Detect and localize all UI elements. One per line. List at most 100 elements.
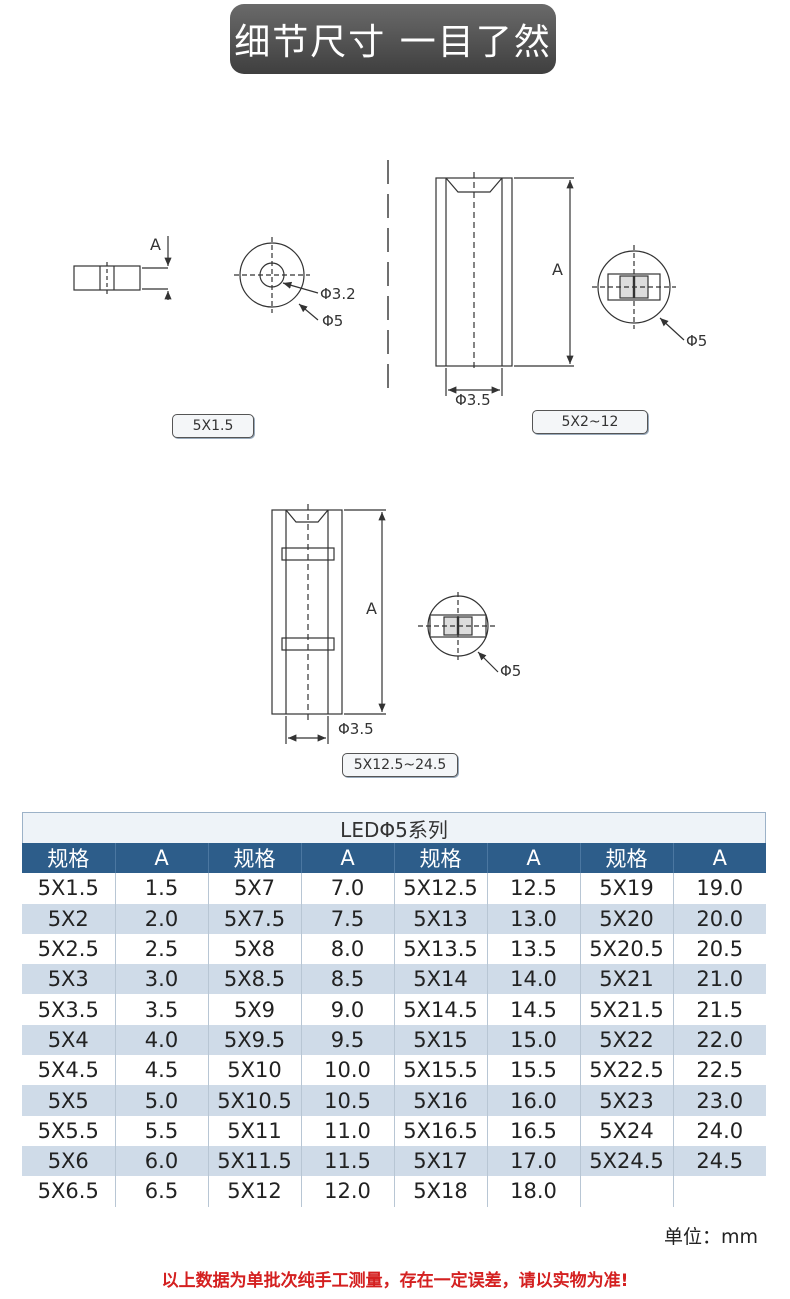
dimension-a-cell: 7.0 xyxy=(301,873,395,904)
dimension-a-cell: 18.0 xyxy=(487,1176,581,1207)
dimension-a-cell: 20.0 xyxy=(673,903,766,934)
dimension-a-cell: 5.5 xyxy=(115,1115,209,1146)
spec-cell: 5X13 xyxy=(394,903,488,934)
header-cell-spec: 规格 xyxy=(394,843,488,874)
dimension-a-cell: 14.0 xyxy=(487,964,581,995)
dimension-a-cell: 5.0 xyxy=(115,1085,209,1116)
dimension-a-cell: 15.0 xyxy=(487,1024,581,1056)
spec-cell: 5X16 xyxy=(394,1085,488,1116)
dimension-a-cell: 9.0 xyxy=(301,994,395,1025)
spec-cell: 5X6.5 xyxy=(22,1176,116,1207)
spacer-medium-dim-a: A xyxy=(552,260,563,279)
spec-cell: 5X22.5 xyxy=(580,1055,674,1086)
spacer-long-side-view xyxy=(271,504,386,744)
spec-cell: 5X2.5 xyxy=(22,933,116,965)
dimension-a-cell: 23.0 xyxy=(673,1085,766,1116)
header-cell-a: A xyxy=(301,843,395,874)
spec-cell: 5X3.5 xyxy=(22,994,116,1025)
size-tag-medium: 5X2~12 xyxy=(532,410,648,434)
size-tag-large: 5X12.5~24.5 xyxy=(342,753,458,777)
dimension-a-cell: 17.0 xyxy=(487,1145,581,1177)
spec-cell: 5X20 xyxy=(580,903,674,934)
spec-cell: 5X21 xyxy=(580,964,674,995)
washer-front-view xyxy=(234,237,319,321)
spec-cell: 5X6 xyxy=(22,1145,116,1177)
spec-cell: 5X24.5 xyxy=(580,1145,674,1177)
spec-cell: 5X7.5 xyxy=(208,903,302,934)
spec-cell: 5X2 xyxy=(22,903,116,934)
dimension-a-cell: 20.5 xyxy=(673,933,766,965)
header-cell-spec: 规格 xyxy=(580,843,674,874)
header-cell-spec: 规格 xyxy=(208,843,302,874)
dimension-a-cell: 7.5 xyxy=(301,903,395,934)
spec-cell: 5X14.5 xyxy=(394,994,488,1025)
spec-cell: 5X20.5 xyxy=(580,933,674,965)
dimension-a-cell: 14.5 xyxy=(487,994,581,1025)
dimension-a-cell: 13.5 xyxy=(487,933,581,965)
dimension-a-cell: 24.5 xyxy=(673,1145,766,1177)
spacer-long-end-view xyxy=(418,592,499,673)
spacer-medium-outer-diameter: Φ5 xyxy=(686,332,707,350)
spec-cell: 5X11 xyxy=(208,1115,302,1146)
dimension-a-cell xyxy=(673,1176,766,1207)
dimension-a-cell: 15.5 xyxy=(487,1055,581,1086)
dimension-a-cell: 10.5 xyxy=(301,1085,395,1116)
spec-cell: 5X17 xyxy=(394,1145,488,1177)
spacer-long-outer-diameter: Φ5 xyxy=(500,662,521,680)
header-cell-a: A xyxy=(115,843,209,874)
spacer-long-dim-a: A xyxy=(366,599,377,618)
spec-cell: 5X5.5 xyxy=(22,1115,116,1146)
dimension-a-cell: 19.0 xyxy=(673,873,766,904)
dimension-a-cell: 4.5 xyxy=(115,1055,209,1086)
table-header-row: 规格 A 规格 A 规格 A 规格 A xyxy=(22,843,766,874)
dimension-a-cell: 4.0 xyxy=(115,1024,209,1056)
dimension-a-cell: 12.5 xyxy=(487,873,581,904)
dimension-a-cell: 24.0 xyxy=(673,1115,766,1146)
dimension-a-cell: 6.0 xyxy=(115,1145,209,1177)
dimension-a-cell: 13.0 xyxy=(487,903,581,934)
dimension-a-cell: 16.0 xyxy=(487,1085,581,1116)
spec-cell: 5X12.5 xyxy=(394,873,488,904)
dimension-a-cell: 2.0 xyxy=(115,903,209,934)
spacer-medium-end-view xyxy=(592,245,685,341)
spec-cell xyxy=(580,1176,674,1207)
dimension-a-cell: 16.5 xyxy=(487,1115,581,1146)
dimension-a-cell: 3.0 xyxy=(115,964,209,995)
spec-cell: 5X15.5 xyxy=(394,1055,488,1086)
dimension-a-cell: 10.0 xyxy=(301,1055,395,1086)
spacer-medium-inner-diameter: Φ3.5 xyxy=(455,391,491,409)
spec-cell: 5X23 xyxy=(580,1085,674,1116)
size-tag-small: 5X1.5 xyxy=(172,414,254,438)
spec-cell: 5X12 xyxy=(208,1176,302,1207)
spec-cell: 5X8 xyxy=(208,933,302,965)
spec-cell: 5X9.5 xyxy=(208,1024,302,1056)
unit-label: 单位：mm xyxy=(663,1226,758,1248)
header-cell-a: A xyxy=(487,843,581,874)
washer-outer-diameter: Φ5 xyxy=(322,312,343,330)
spec-cell: 5X22 xyxy=(580,1024,674,1056)
dimension-a-cell: 22.0 xyxy=(673,1024,766,1056)
spec-cell: 5X8.5 xyxy=(208,964,302,995)
spec-cell: 5X19 xyxy=(580,873,674,904)
dimension-a-cell: 22.5 xyxy=(673,1055,766,1086)
dimension-a-cell: 21.0 xyxy=(673,964,766,995)
header-cell-a: A xyxy=(673,843,766,874)
washer-dim-a: A xyxy=(150,235,161,254)
spec-cell: 5X21.5 xyxy=(580,994,674,1025)
dimension-a-cell: 11.0 xyxy=(301,1115,395,1146)
washer-side-view xyxy=(73,236,172,300)
dimension-a-cell: 8.5 xyxy=(301,964,395,995)
spec-cell: 5X10 xyxy=(208,1055,302,1086)
spec-cell: 5X7 xyxy=(208,873,302,904)
dimension-a-cell: 21.5 xyxy=(673,994,766,1025)
dimension-a-cell: 2.5 xyxy=(115,933,209,965)
